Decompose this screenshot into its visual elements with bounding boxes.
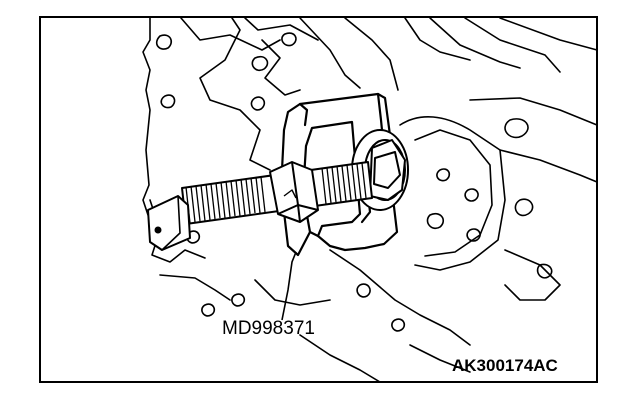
- frame-border: [39, 16, 598, 383]
- part-number-label: MD998371: [222, 318, 315, 339]
- housing-outline: [142, 17, 598, 383]
- hex-nut: [269, 161, 319, 223]
- leader-line: [281, 251, 297, 321]
- figure-reference-code: AK300174AC: [452, 356, 558, 375]
